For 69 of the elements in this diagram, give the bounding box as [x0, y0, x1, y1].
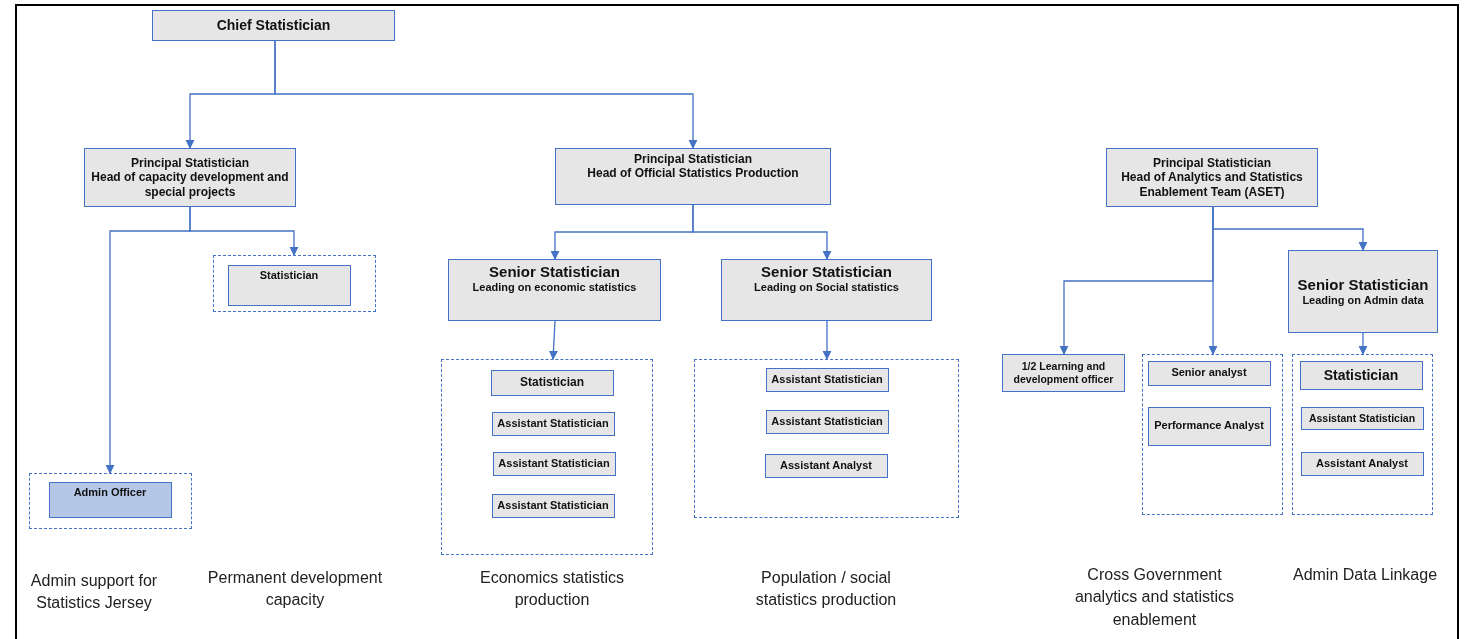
- role-title: Assistant Statistician: [497, 498, 609, 513]
- team-group-box: [213, 255, 376, 312]
- role-title: Senior analyst: [1171, 366, 1247, 380]
- role-box: [1300, 406, 1424, 430]
- role-box: [448, 259, 661, 321]
- connector-arrow: [822, 320, 832, 360]
- role-box: [1147, 406, 1271, 446]
- role-title: Senior Statistician: [489, 263, 620, 281]
- role-title: Assistant Statistician: [498, 456, 610, 471]
- role-title: Senior Statistician: [761, 263, 892, 281]
- role-box: [491, 493, 615, 518]
- role-box: [491, 411, 615, 436]
- team-group-box: [1142, 354, 1283, 515]
- team-group-box: [29, 473, 192, 529]
- role-box: [1299, 360, 1423, 390]
- role-description: Head of Analytics and Statistics Enablement Team (ASET): [1120, 170, 1304, 200]
- role-title: Assistant Statistician: [497, 416, 609, 431]
- role-title: Principal Statistician: [130, 155, 249, 171]
- role-box: [764, 453, 888, 478]
- role-title: Performance Analyst: [1154, 419, 1264, 433]
- connector-arrow: [548, 320, 558, 360]
- team-group-box: [1292, 354, 1433, 515]
- role-title: Assistant Analyst: [1316, 456, 1408, 471]
- team-caption: Economics statistics production: [478, 568, 625, 611]
- team-caption: Cross Government analytics and statistics enablement: [1073, 565, 1236, 630]
- role-box: [1147, 360, 1271, 386]
- team-caption: Population / social statistics production: [754, 568, 898, 611]
- role-box: [84, 148, 296, 207]
- role-title: Assistant Statistician: [771, 372, 883, 387]
- role-box: [765, 367, 889, 392]
- role-box: [1300, 451, 1424, 476]
- role-title: Chief Statistician: [216, 17, 331, 34]
- connector-arrow: [189, 206, 299, 256]
- connector-arrow: [274, 40, 698, 149]
- connector-arrow: [1358, 332, 1368, 355]
- role-box: [1106, 148, 1318, 207]
- role-description: Leading on Social statistics: [754, 281, 899, 295]
- role-box: [555, 148, 831, 205]
- role-box: [152, 10, 395, 41]
- role-box: [1002, 354, 1125, 392]
- team-caption: Admin Data Linkage: [1291, 565, 1439, 585]
- role-title: Principal Statistician: [633, 152, 752, 167]
- role-box: [492, 451, 616, 476]
- connector-arrow: [1212, 206, 1368, 251]
- role-box: [48, 481, 172, 518]
- role-title: Statistician: [520, 375, 584, 390]
- role-title: Senior Statistician: [1297, 275, 1429, 294]
- role-description: Head of capacity development and special projects: [90, 170, 290, 200]
- team-group-box: [441, 359, 653, 555]
- role-box: [227, 264, 351, 306]
- team-caption: Permanent development capacity: [206, 568, 384, 611]
- role-title: Assistant Analyst: [780, 458, 872, 473]
- team-caption: Admin support for Statistics Jersey: [29, 571, 159, 614]
- role-box: [1288, 250, 1438, 333]
- connector-arrow: [692, 204, 832, 260]
- role-title: Statistician: [259, 268, 319, 282]
- role-description: Leading on economic statistics: [472, 281, 637, 295]
- role-title: Statistician: [1323, 366, 1399, 384]
- role-box: [721, 259, 932, 321]
- role-title: Assistant Statistician: [1308, 411, 1416, 425]
- role-description: Head of Official Statistics Production: [587, 166, 799, 181]
- role-description: Leading on Admin data: [1302, 293, 1424, 308]
- team-group-box: [694, 359, 959, 518]
- role-title: 1/2 Learning and development officer: [1012, 360, 1115, 386]
- role-box: [490, 369, 614, 396]
- role-title: Principal Statistician: [1152, 155, 1271, 171]
- role-title: Admin Officer: [73, 485, 147, 499]
- role-title: Assistant Statistician: [771, 414, 883, 429]
- role-box: [765, 409, 889, 434]
